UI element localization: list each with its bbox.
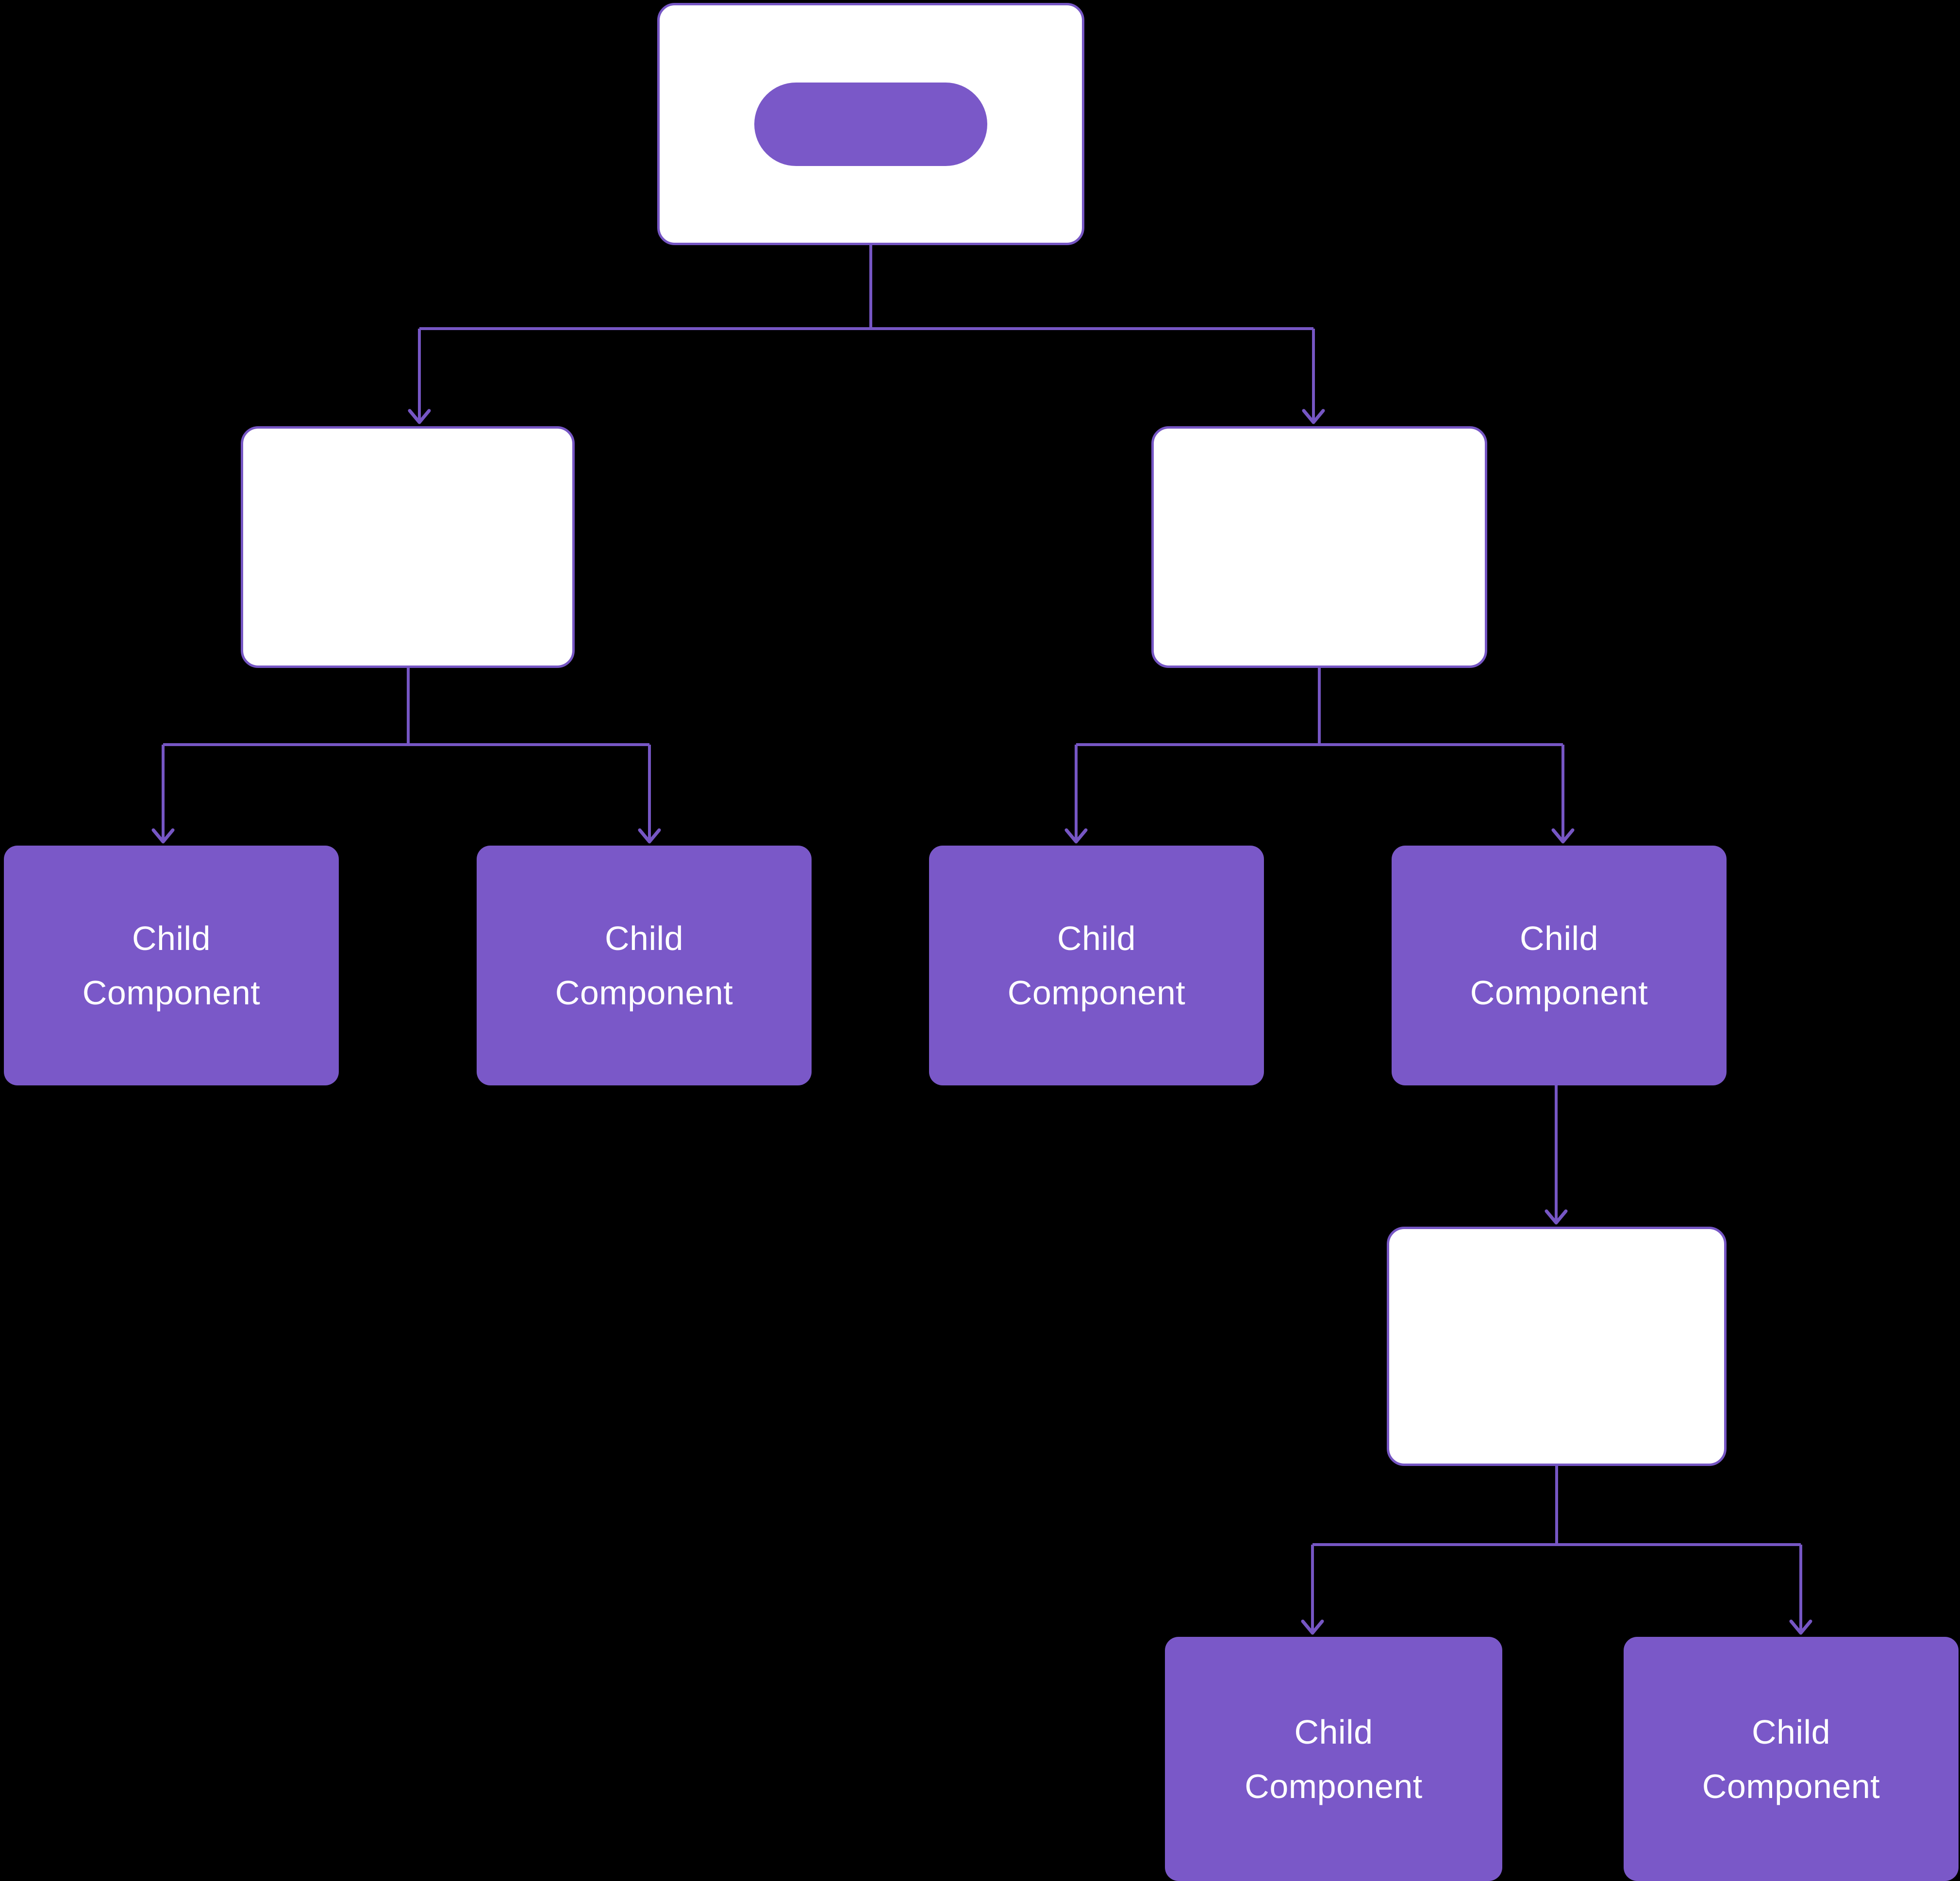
arrowhead-sub-parent — [1545, 1209, 1568, 1225]
arrowhead-child-4 — [1551, 828, 1575, 844]
arrowhead-child-2 — [638, 828, 661, 844]
node-child-component-3[interactable]: Child Component — [929, 846, 1264, 1085]
node-parent-right[interactable] — [1151, 426, 1487, 668]
connector-root-to-parents — [418, 245, 1315, 420]
arrowhead-child-3 — [1064, 828, 1088, 844]
arrowhead-parent-right — [1302, 409, 1325, 424]
node-child-component-6[interactable]: Child Component — [1624, 1637, 1959, 1881]
connector-left-parent-to-children — [162, 668, 651, 840]
node-label: Child Component — [555, 919, 733, 1012]
connector-sub-parent-to-children — [1311, 1466, 1802, 1631]
root-label-pill — [754, 82, 987, 166]
node-child-component-2[interactable]: Child Component — [477, 846, 812, 1085]
arrowhead-child-1 — [151, 828, 175, 844]
node-label: Child Component — [1470, 919, 1648, 1012]
node-label: Child Component — [1702, 1713, 1880, 1805]
arrowhead-parent-left — [408, 409, 431, 424]
node-child-component-1[interactable]: Child Component — [4, 846, 339, 1085]
node-child-component-5[interactable]: Child Component — [1165, 1637, 1502, 1881]
node-child-component-4[interactable]: Child Component — [1392, 846, 1727, 1085]
node-root-component[interactable] — [657, 3, 1084, 245]
arrowhead-child-6 — [1789, 1619, 1812, 1635]
node-sub-parent[interactable] — [1387, 1227, 1727, 1466]
node-label: Child Component — [1007, 919, 1186, 1012]
node-label: Child Component — [82, 919, 261, 1012]
connector-right-parent-to-children — [1075, 668, 1564, 840]
arrowhead-child-5 — [1301, 1619, 1324, 1635]
node-label: Child Component — [1245, 1713, 1423, 1805]
node-parent-left[interactable] — [241, 426, 575, 668]
